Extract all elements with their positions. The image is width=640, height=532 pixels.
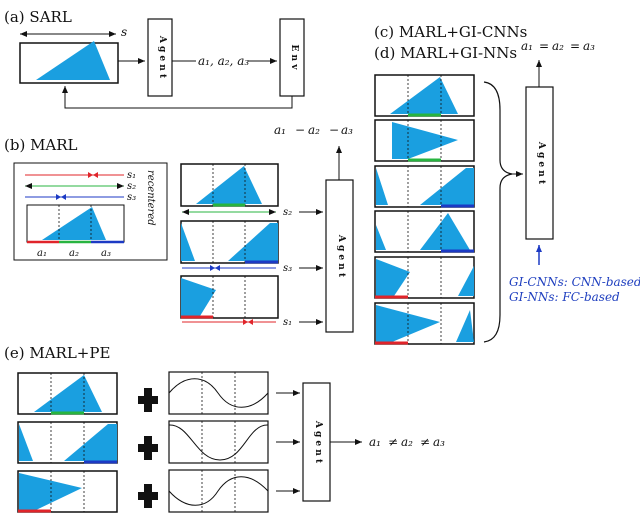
- section-label-pe: (e) MARL+PE: [4, 344, 110, 362]
- gi-panel-1: [374, 74, 475, 117]
- gi-panel-2: [374, 119, 475, 162]
- marl-panel-agent2: [180, 163, 279, 207]
- feedback-arrow: [62, 86, 293, 109]
- marl-out-op1: −: [295, 123, 305, 137]
- pe-out-a1: a₁: [369, 435, 381, 449]
- gi-cnns-note: GI-CNNs: CNN-based: [509, 275, 640, 289]
- marl-panel-agent3: [180, 220, 279, 264]
- marl-agent-box: A g e n t: [325, 179, 354, 333]
- agent-label: A g e n t: [157, 35, 167, 79]
- marl-panel-agent1: [180, 275, 279, 319]
- gi-out-op1: =: [539, 39, 549, 53]
- gi-brace: [483, 81, 513, 343]
- marl-s1-label: s₁: [283, 317, 292, 328]
- section-label-sarl: (a) SARL: [4, 8, 72, 26]
- section-label-marl: (b) MARL: [4, 136, 78, 154]
- pe-encoding-2: [168, 420, 269, 464]
- marl-out-op2: −: [329, 123, 339, 137]
- section-label-gi-nns: (d) MARL+GI-NNs: [374, 44, 517, 62]
- pe-out-op2: ≠: [420, 435, 430, 449]
- recentered-label: recentered: [145, 170, 156, 226]
- recentered-a3-label: a₃: [101, 248, 111, 259]
- marl-out-a1: a₁: [274, 123, 286, 137]
- sarl-state-panel: [19, 41, 119, 84]
- marl-out-a2: a₂: [308, 123, 320, 137]
- pe-encoding-1: [168, 371, 269, 415]
- pe-out-a3: a₃: [433, 435, 445, 449]
- sarl-actions: a₁, a₂, a₃: [198, 54, 249, 68]
- pe-panel-1: [17, 372, 118, 415]
- plus-icon: [138, 484, 158, 508]
- gi-out-a3: a₃: [583, 39, 595, 53]
- gi-agent-box: A g e n t: [525, 86, 554, 240]
- pe-out-op1: ≠: [388, 435, 398, 449]
- plus-icon: [138, 436, 158, 460]
- env-box: E n v: [279, 18, 305, 97]
- sarl-agent-box: A g e n t: [147, 18, 173, 97]
- recentered-a2-label: a₂: [69, 248, 79, 259]
- env-label: E n v: [289, 45, 299, 71]
- recentered-s2-label: s₂: [127, 181, 136, 192]
- marl-s3-marker: [210, 265, 220, 271]
- recentering-illustration: s₁ s₂ s₃ recentered a₁ a₂ a₃: [13, 162, 168, 261]
- agent-label: A g e n t: [313, 420, 323, 464]
- pe-out-a2: a₂: [401, 435, 413, 449]
- pe-panel-2: [17, 421, 118, 464]
- gi-panel-4: [374, 210, 475, 253]
- marl-out-a3: a₃: [341, 123, 353, 137]
- recentered-a1-label: a₁: [37, 248, 47, 259]
- gi-out-a1: a₁: [521, 39, 533, 53]
- pe-encoding-3: [168, 469, 269, 513]
- recentered-s3-label: s₃: [127, 192, 136, 203]
- gi-nns-note: GI-NNs: FC-based: [509, 290, 620, 304]
- agent-label: A g e n t: [336, 234, 346, 278]
- pe-panel-3: [17, 470, 118, 513]
- gi-out-a2: a₂: [552, 39, 564, 53]
- gi-panel-5: [374, 256, 475, 299]
- gi-out-op2: =: [570, 39, 580, 53]
- gi-panel-3: [374, 165, 475, 208]
- gi-panel-6: [374, 302, 475, 345]
- section-label-gi-cnns: (c) MARL+GI-CNNs: [374, 23, 527, 41]
- agent-label: A g e n t: [536, 141, 546, 185]
- marl-s3-label: s₃: [283, 263, 292, 274]
- pe-agent-box: A g e n t: [302, 382, 331, 502]
- plus-icon: [138, 388, 158, 412]
- marl-s1-marker: [243, 319, 253, 325]
- marl-s2-label: s₂: [283, 207, 292, 218]
- state-label-s: s: [121, 25, 127, 39]
- recentered-s1-label: s₁: [127, 170, 136, 181]
